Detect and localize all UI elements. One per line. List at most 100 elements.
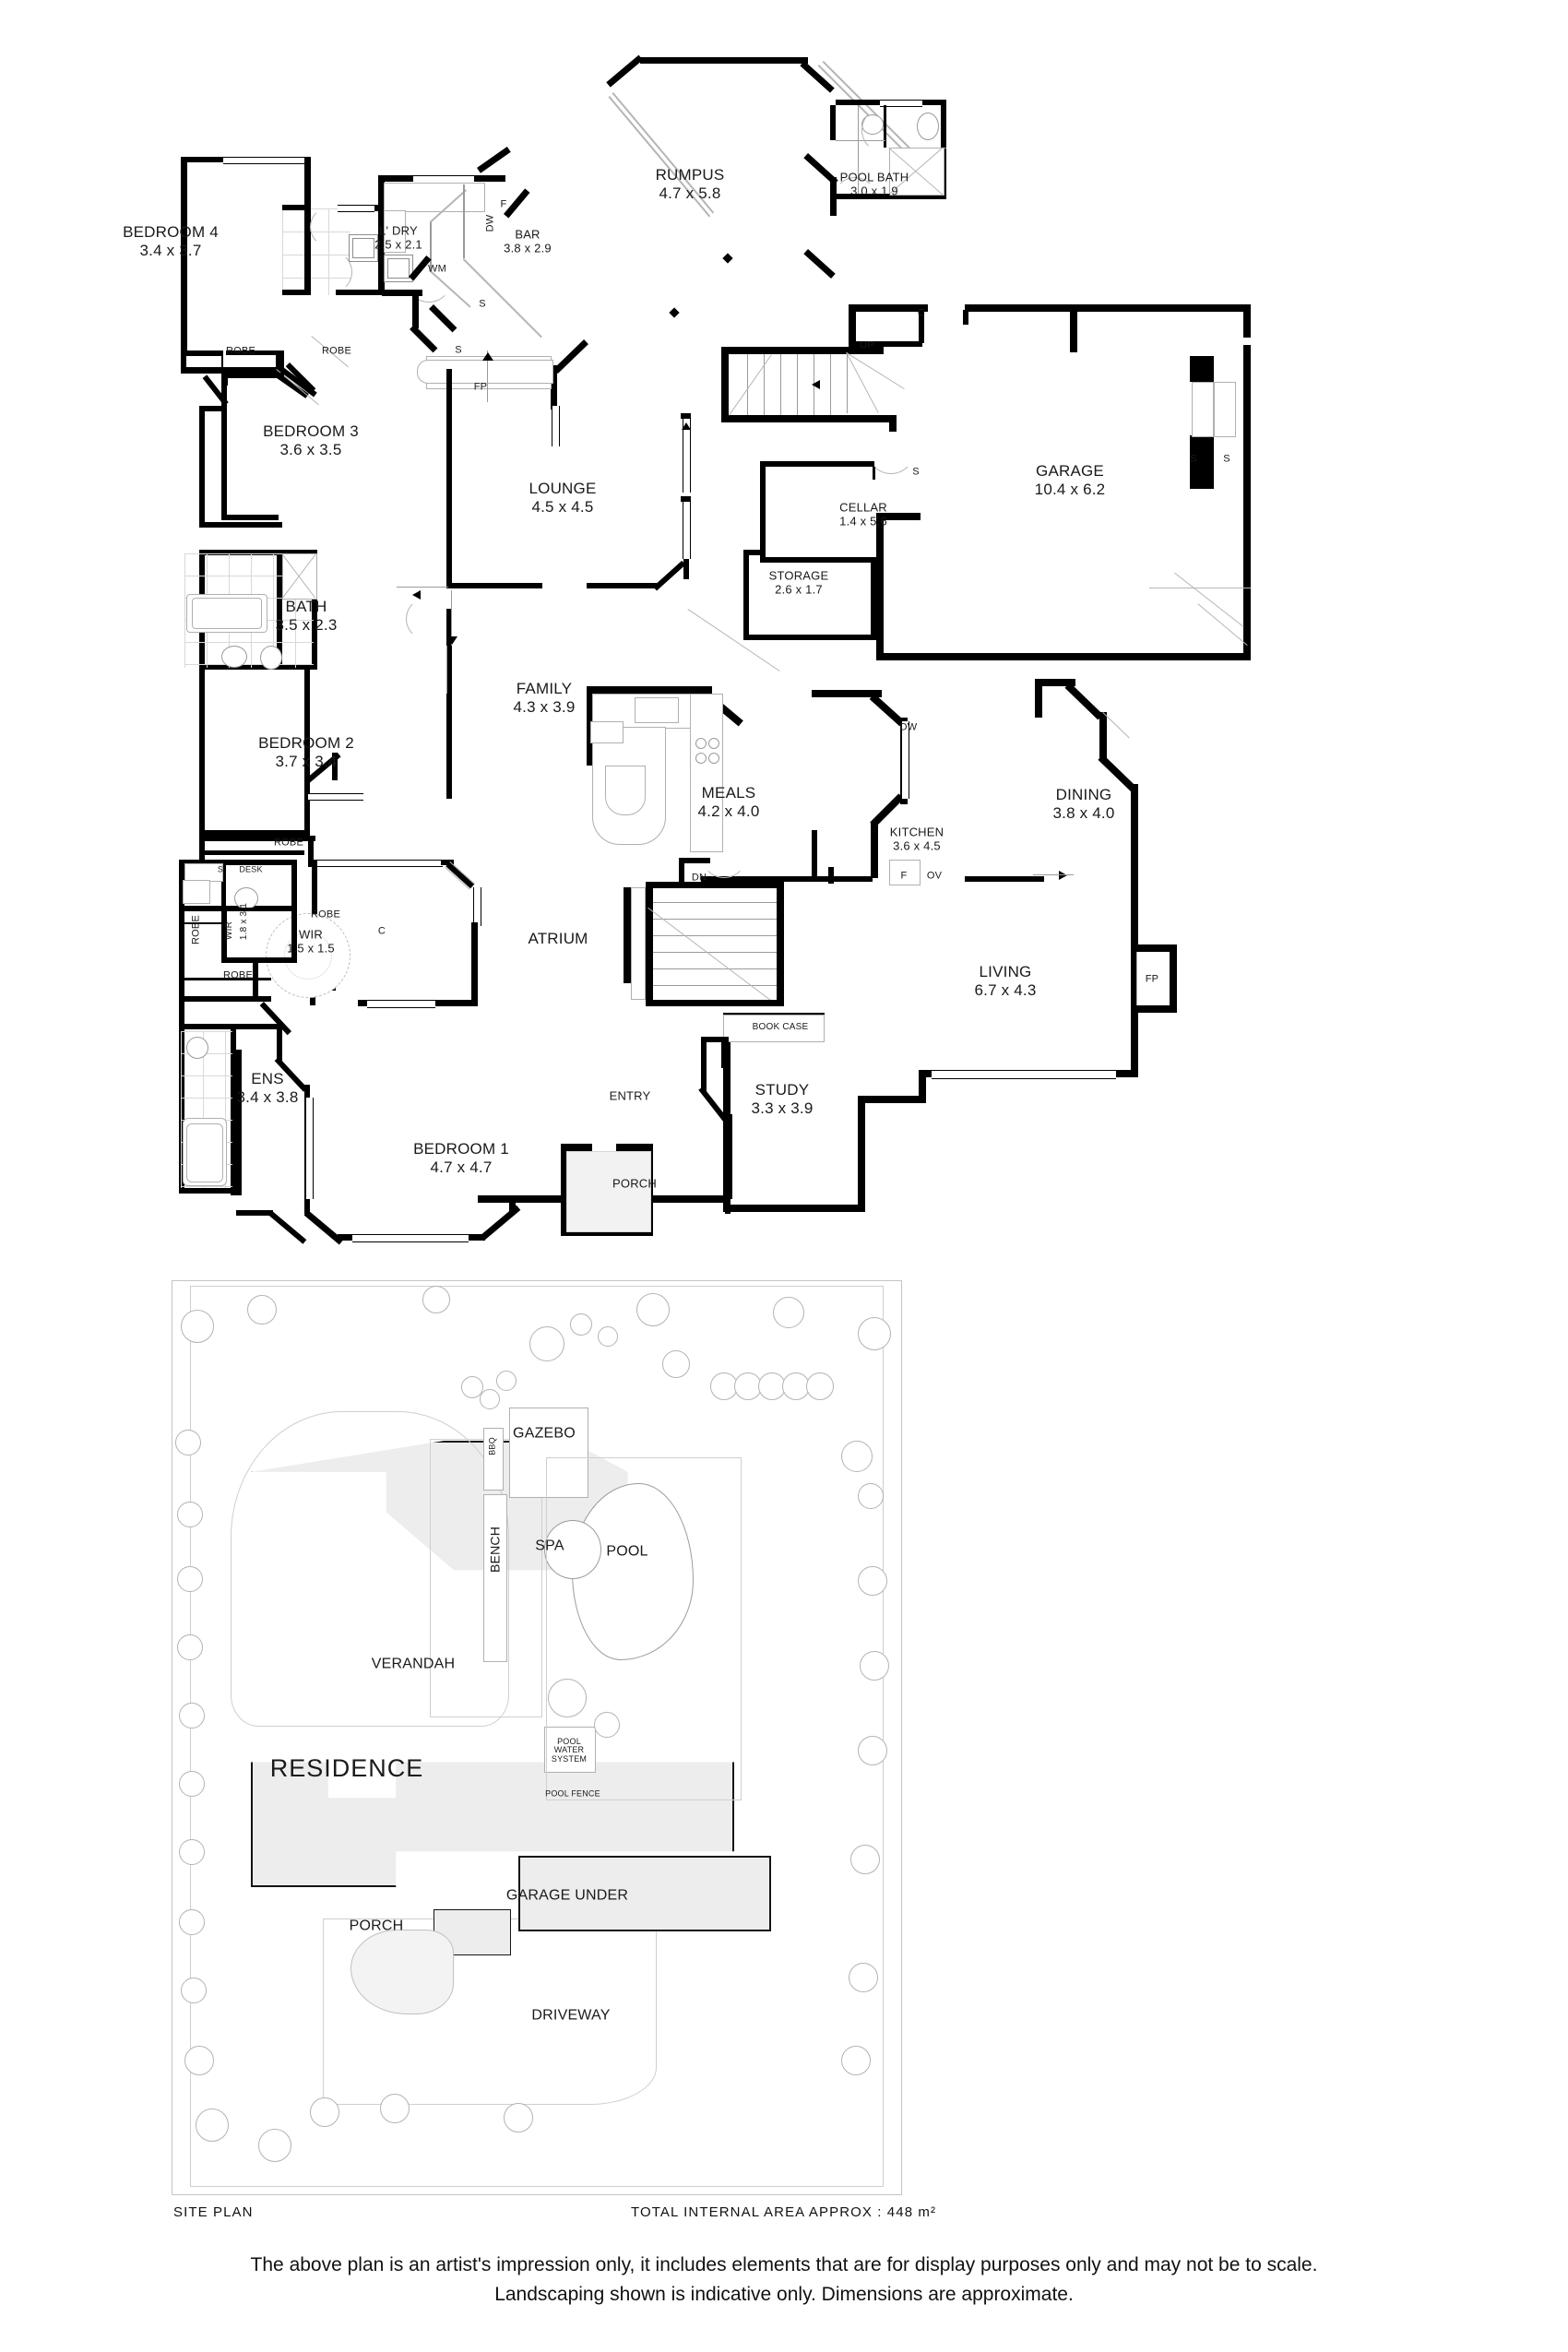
tree-icon [179, 1909, 205, 1935]
room-label: BEDROOM 3 3.6 x 3.5 [263, 422, 359, 459]
wall [1131, 950, 1136, 957]
window [308, 793, 363, 801]
room-dim: 3.5 x 2.3 [275, 616, 338, 634]
wall [965, 304, 1074, 312]
wall [446, 609, 452, 799]
room-name: ENTRY [609, 1088, 651, 1103]
wall [199, 670, 205, 836]
wall [721, 347, 729, 422]
direction-arrow [446, 636, 457, 645]
wall [1099, 712, 1107, 760]
wall [760, 461, 874, 467]
tree-icon [548, 1679, 587, 1717]
tree-icon [806, 1372, 834, 1400]
room-label: KITCHEN 3.6 x 4.5 [890, 826, 944, 854]
wall [876, 513, 921, 520]
wall [849, 341, 922, 347]
wall [587, 686, 712, 694]
laundry-sink-inner [352, 238, 374, 258]
door-marker [669, 307, 680, 318]
wall [812, 690, 882, 697]
annotation: ROBE [226, 345, 255, 357]
room-label: STUDY 3.3 x 3.9 [751, 1081, 813, 1118]
axis-line [1033, 874, 1074, 876]
hot-plate [708, 753, 719, 764]
wall [681, 496, 691, 502]
room-label: PORCH [612, 1176, 657, 1190]
wall-diagonal [653, 560, 686, 591]
wall [412, 291, 419, 328]
basin [221, 646, 247, 668]
site-label: POOL WATER SYSTEM [551, 1736, 588, 1764]
bay-line [1174, 572, 1244, 627]
tree-icon [380, 2094, 410, 2123]
window [932, 1070, 1116, 1079]
toilet [260, 646, 282, 670]
room-name: DINING [1055, 785, 1112, 803]
wall [236, 1050, 242, 1195]
wall-diagonal [803, 249, 836, 279]
wall [304, 670, 310, 836]
garage-storage [1214, 382, 1236, 437]
wall-diagonal [445, 861, 475, 889]
wall [304, 157, 311, 205]
direction-arrow [812, 380, 820, 389]
room-label: ENTRY [610, 1088, 651, 1102]
bench [483, 1494, 507, 1662]
room-name: ENS [251, 1069, 284, 1087]
verandah-edge [231, 1411, 509, 1727]
wall [646, 887, 653, 1005]
tree-icon [662, 1350, 690, 1378]
room-label: BEDROOM 1 4.7 x 4.7 [413, 1140, 509, 1177]
window [317, 860, 443, 867]
door-swing [834, 177, 876, 220]
annotation: S [1190, 453, 1197, 465]
basin [186, 1037, 208, 1059]
tree-icon [773, 1297, 804, 1328]
wall-diagonal [303, 1210, 344, 1245]
wall [749, 550, 760, 555]
direction-arrow [682, 422, 691, 430]
wall [179, 860, 295, 865]
wall [221, 352, 223, 373]
wall [179, 1024, 280, 1029]
room-label: BATH 3.5 x 2.3 [275, 598, 337, 635]
tree-icon [181, 1978, 207, 2003]
tree-icon [177, 1502, 203, 1527]
tree-icon [179, 1839, 205, 1865]
site-label: POOL [606, 1543, 648, 1560]
stair-outline [462, 258, 542, 338]
wall [179, 1002, 184, 1029]
stair-rail [631, 887, 646, 1000]
wall [760, 557, 874, 563]
site-label: VERANDAH [371, 1656, 456, 1672]
wall [640, 57, 808, 64]
wall [199, 836, 315, 841]
room-dim: 4.7 x 4.7 [430, 1158, 493, 1176]
wall [616, 1144, 649, 1151]
room-label: ATRIUM [528, 930, 588, 948]
room-label: LOUNGE 4.5 x 4.5 [529, 480, 597, 517]
room-dim: 3.7 x 3.4 [275, 753, 338, 770]
wall [873, 467, 875, 480]
tree-icon [196, 2108, 229, 2142]
room-dim: 3.0 x 1.9 [850, 184, 898, 198]
tree-icon [175, 1430, 201, 1455]
tree-icon [594, 1712, 620, 1738]
pool-water-system [544, 1727, 596, 1773]
site-label: POOL FENCE [545, 1788, 600, 1799]
wall [849, 304, 856, 352]
direction-arrow [482, 352, 493, 361]
annotation: S [455, 344, 462, 356]
annotation: S [479, 298, 486, 310]
annotation: F [900, 870, 908, 882]
room-label: BEDROOM 4 3.4 x 3.7 [123, 223, 219, 260]
tree-icon [860, 1651, 889, 1681]
room-name: CELLAR [839, 500, 887, 515]
wall [830, 105, 836, 140]
toilet [917, 113, 939, 140]
lot-inner-line [190, 1286, 884, 2187]
room-dim: 4.5 x 4.5 [531, 498, 594, 516]
garage-door [1190, 435, 1214, 489]
annotation: S [1223, 453, 1230, 465]
